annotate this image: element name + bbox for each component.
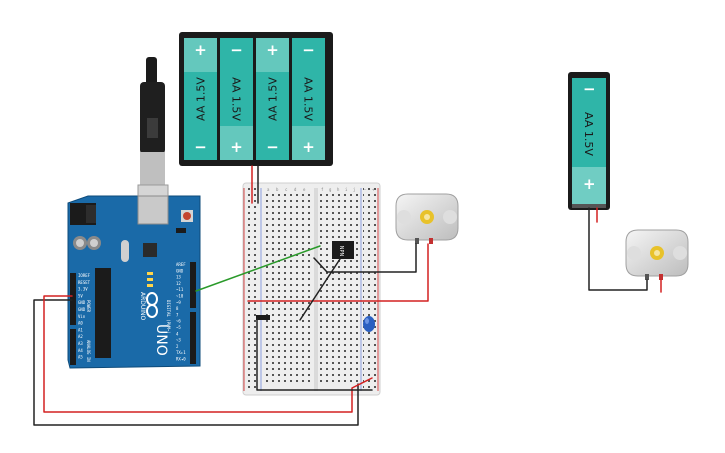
rail-plus-label: + xyxy=(372,187,375,192)
transistor-label: NPN xyxy=(338,246,344,257)
battery-pack-4aa[interactable]: + − AA 1.5V − + AA 1.5V + − AA 1.5V − + AA 1.5V xyxy=(179,32,333,166)
pin-label: IOREF xyxy=(78,273,91,278)
analog-header xyxy=(70,329,76,365)
pin-label: GND xyxy=(176,268,184,273)
pin-label: 13 xyxy=(176,275,181,280)
pin-label: A0 xyxy=(78,321,83,326)
battery-label: AA 1.5V xyxy=(267,77,280,121)
battery-cell: + − AA 1.5V xyxy=(256,38,289,160)
battery-cell: − + AA 1.5V xyxy=(292,38,325,160)
dc-motor-2[interactable] xyxy=(625,229,689,280)
digital-header-lower xyxy=(190,312,196,364)
battery-plus-sign: + xyxy=(302,138,315,156)
power-label: POWER xyxy=(86,300,91,313)
battery-minus-sign: − xyxy=(583,80,596,98)
battery-plus-sign: + xyxy=(583,175,596,193)
arduino-logo xyxy=(146,292,158,318)
wire-black xyxy=(33,299,359,426)
wires xyxy=(33,165,662,426)
battery-label: AA 1.5V xyxy=(195,77,208,121)
battery-cell: − + AA 1.5V xyxy=(220,38,253,160)
pin-label: GND xyxy=(78,300,86,305)
pin-label: 3.3V xyxy=(78,287,88,292)
column-letter: a xyxy=(267,187,270,192)
pin-label: 5V xyxy=(78,293,83,298)
pin-label: A5 xyxy=(78,355,83,360)
pin-label: 4 xyxy=(176,331,179,336)
ceramic-capacitor[interactable] xyxy=(363,316,375,332)
pin-label: ~5 xyxy=(176,325,181,330)
atmega-chip xyxy=(95,268,111,358)
pin-label: A2 xyxy=(78,334,83,339)
wire-red xyxy=(247,243,429,302)
wire-black xyxy=(313,243,417,273)
column-letter: h xyxy=(337,187,340,192)
breadboard-jumper xyxy=(256,315,270,320)
pin-label: 12 xyxy=(176,281,181,286)
pin-label: ~3 xyxy=(176,338,181,343)
dc-motor-1[interactable] xyxy=(395,193,459,244)
pin-label: RX◂0 xyxy=(176,357,186,362)
pin-label: 2 xyxy=(176,344,179,349)
crystal xyxy=(121,240,129,262)
column-letter: g xyxy=(329,187,332,192)
battery-cell: + − AA 1.5V xyxy=(184,38,217,160)
wire-black xyxy=(256,317,373,391)
pin-label: ~6 xyxy=(176,319,181,324)
pin-label: 8 xyxy=(176,306,179,311)
arduino-uno-board[interactable]: ARDUINO UNO POWER ANALOG IN DIGITAL (PWM… xyxy=(67,195,201,369)
pin-label: A1 xyxy=(78,327,83,332)
battery-plus-sign: + xyxy=(194,41,207,59)
column-letter: j xyxy=(353,187,355,192)
battery-label: AA 1.5V xyxy=(582,112,595,156)
arduino-model-text: UNO xyxy=(153,324,169,356)
wire-black xyxy=(299,258,341,321)
transistor[interactable]: NPN xyxy=(332,241,354,259)
pin-label: GND xyxy=(78,307,86,312)
column-letter: c xyxy=(285,187,288,192)
pin-label: RESET xyxy=(78,280,91,285)
battery-plus-sign: + xyxy=(266,41,279,59)
digital-header-upper xyxy=(190,262,196,308)
battery-label: AA 1.5V xyxy=(302,77,315,121)
battery-label: AA 1.5V xyxy=(230,77,243,121)
pin-label: ~11 xyxy=(176,287,184,292)
column-letter: f xyxy=(321,187,324,192)
battery-plus-sign: + xyxy=(230,138,243,156)
column-letter: d xyxy=(294,187,297,192)
column-letter: b xyxy=(276,187,279,192)
rail-minus-label: − xyxy=(364,187,367,192)
pin-label: A3 xyxy=(78,341,83,346)
column-letter: i xyxy=(345,187,348,192)
column-letter: e xyxy=(303,187,306,192)
battery-minus-sign: − xyxy=(302,41,315,59)
pin-label: AREF xyxy=(176,262,186,267)
arduino-logo-text: ARDUINO xyxy=(139,292,146,321)
pin-label: Vin xyxy=(78,314,86,319)
usb-socket xyxy=(137,195,169,225)
wire-red xyxy=(43,295,373,413)
battery-minus-sign: − xyxy=(266,138,279,156)
analog-label: ANALOG IN xyxy=(86,340,91,362)
pin-label: TX▸1 xyxy=(176,350,186,355)
battery-minus-sign: − xyxy=(194,138,207,156)
power-header xyxy=(70,273,76,325)
pin-label: A4 xyxy=(78,348,83,353)
battery-holder-single[interactable]: − + AA 1.5V xyxy=(568,72,610,210)
wire-black xyxy=(588,207,648,291)
pin-label: 7 xyxy=(176,312,179,317)
battery-minus-sign: − xyxy=(230,41,243,59)
wire-green xyxy=(195,245,321,292)
pin-label: ~9 xyxy=(176,300,181,305)
pin-label: ~10 xyxy=(176,294,184,299)
digital-label: DIGITAL (PWM~) xyxy=(166,300,171,334)
